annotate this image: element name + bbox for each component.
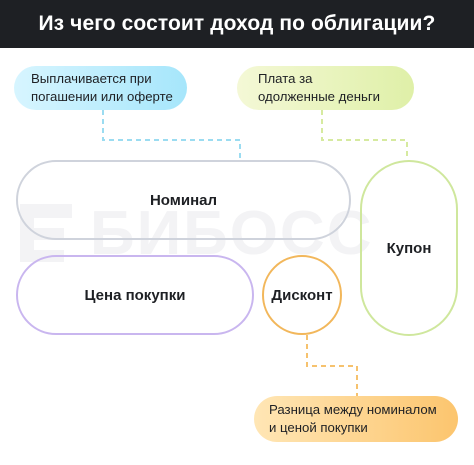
- page-title: Из чего состоит доход по облигации?: [0, 0, 474, 48]
- discount-box: Дисконт: [262, 255, 342, 335]
- note-repayment-line1: Выплачивается при: [31, 71, 152, 86]
- coupon-label: Купон: [386, 239, 432, 257]
- note-coupon-fee: Плата за одолженные деньги: [237, 66, 414, 110]
- purchase-price-label: Цена покупки: [84, 286, 186, 304]
- note-coupon-fee-line2: одолженные деньги: [258, 89, 381, 104]
- nominal-label: Номинал: [149, 191, 218, 209]
- note-difference: Разница между номиналом и ценой покупки: [254, 396, 458, 442]
- note-repayment: Выплачивается при погашении или оферте: [14, 66, 187, 110]
- note-coupon-fee-line1: Плата за: [258, 71, 313, 86]
- note-difference-line2: и ценой покупки: [269, 420, 368, 435]
- coupon-box: Купон: [360, 160, 458, 336]
- discount-label: Дисконт: [271, 286, 333, 304]
- purchase-price-box: Цена покупки: [16, 255, 254, 335]
- note-repayment-line2: погашении или оферте: [31, 89, 173, 104]
- nominal-box: Номинал: [16, 160, 351, 240]
- connector-difference: [306, 335, 358, 396]
- connector-coupon: [321, 110, 408, 160]
- connector-repayment: [102, 110, 241, 160]
- note-difference-line1: Разница между номиналом: [269, 402, 437, 417]
